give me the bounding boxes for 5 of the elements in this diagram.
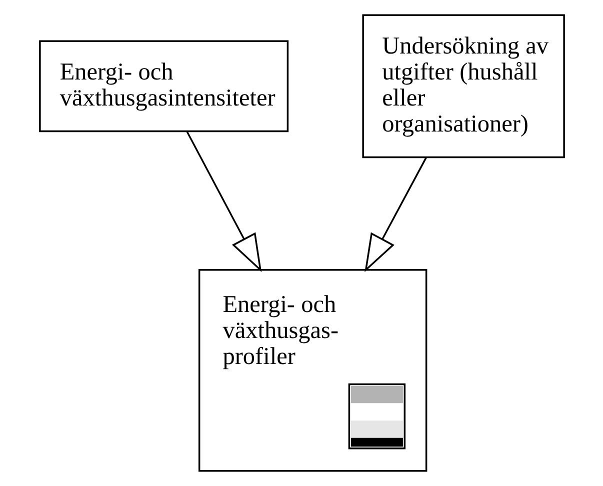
arrow: [364, 156, 427, 272]
node-box: Energi- och växthusgas- profiler: [198, 268, 427, 472]
node-box: Energi- och växthusgasintensiteter: [38, 40, 288, 132]
node-box: Undersökning av utgifter (hushåll eller organisationer): [362, 14, 564, 158]
arrow: [186, 131, 262, 272]
